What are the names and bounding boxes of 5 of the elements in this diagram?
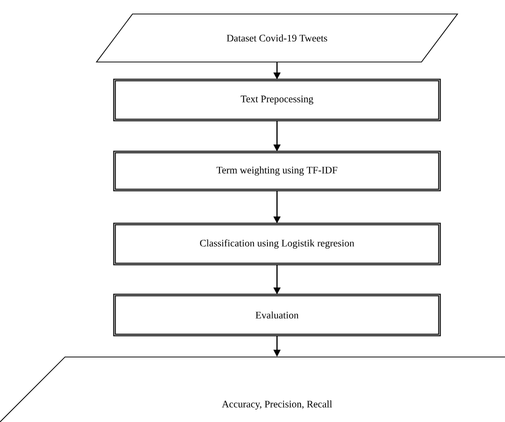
process-box: Classification using Logistik regresion (113, 222, 441, 266)
process-box: Evaluation (113, 294, 441, 336)
process-box: Term weighting using TF-IDF (113, 150, 441, 192)
data-parallelogram: Accuracy, Precision, Recall (0, 356, 505, 422)
process-box: Text Prepocessing (113, 78, 441, 122)
